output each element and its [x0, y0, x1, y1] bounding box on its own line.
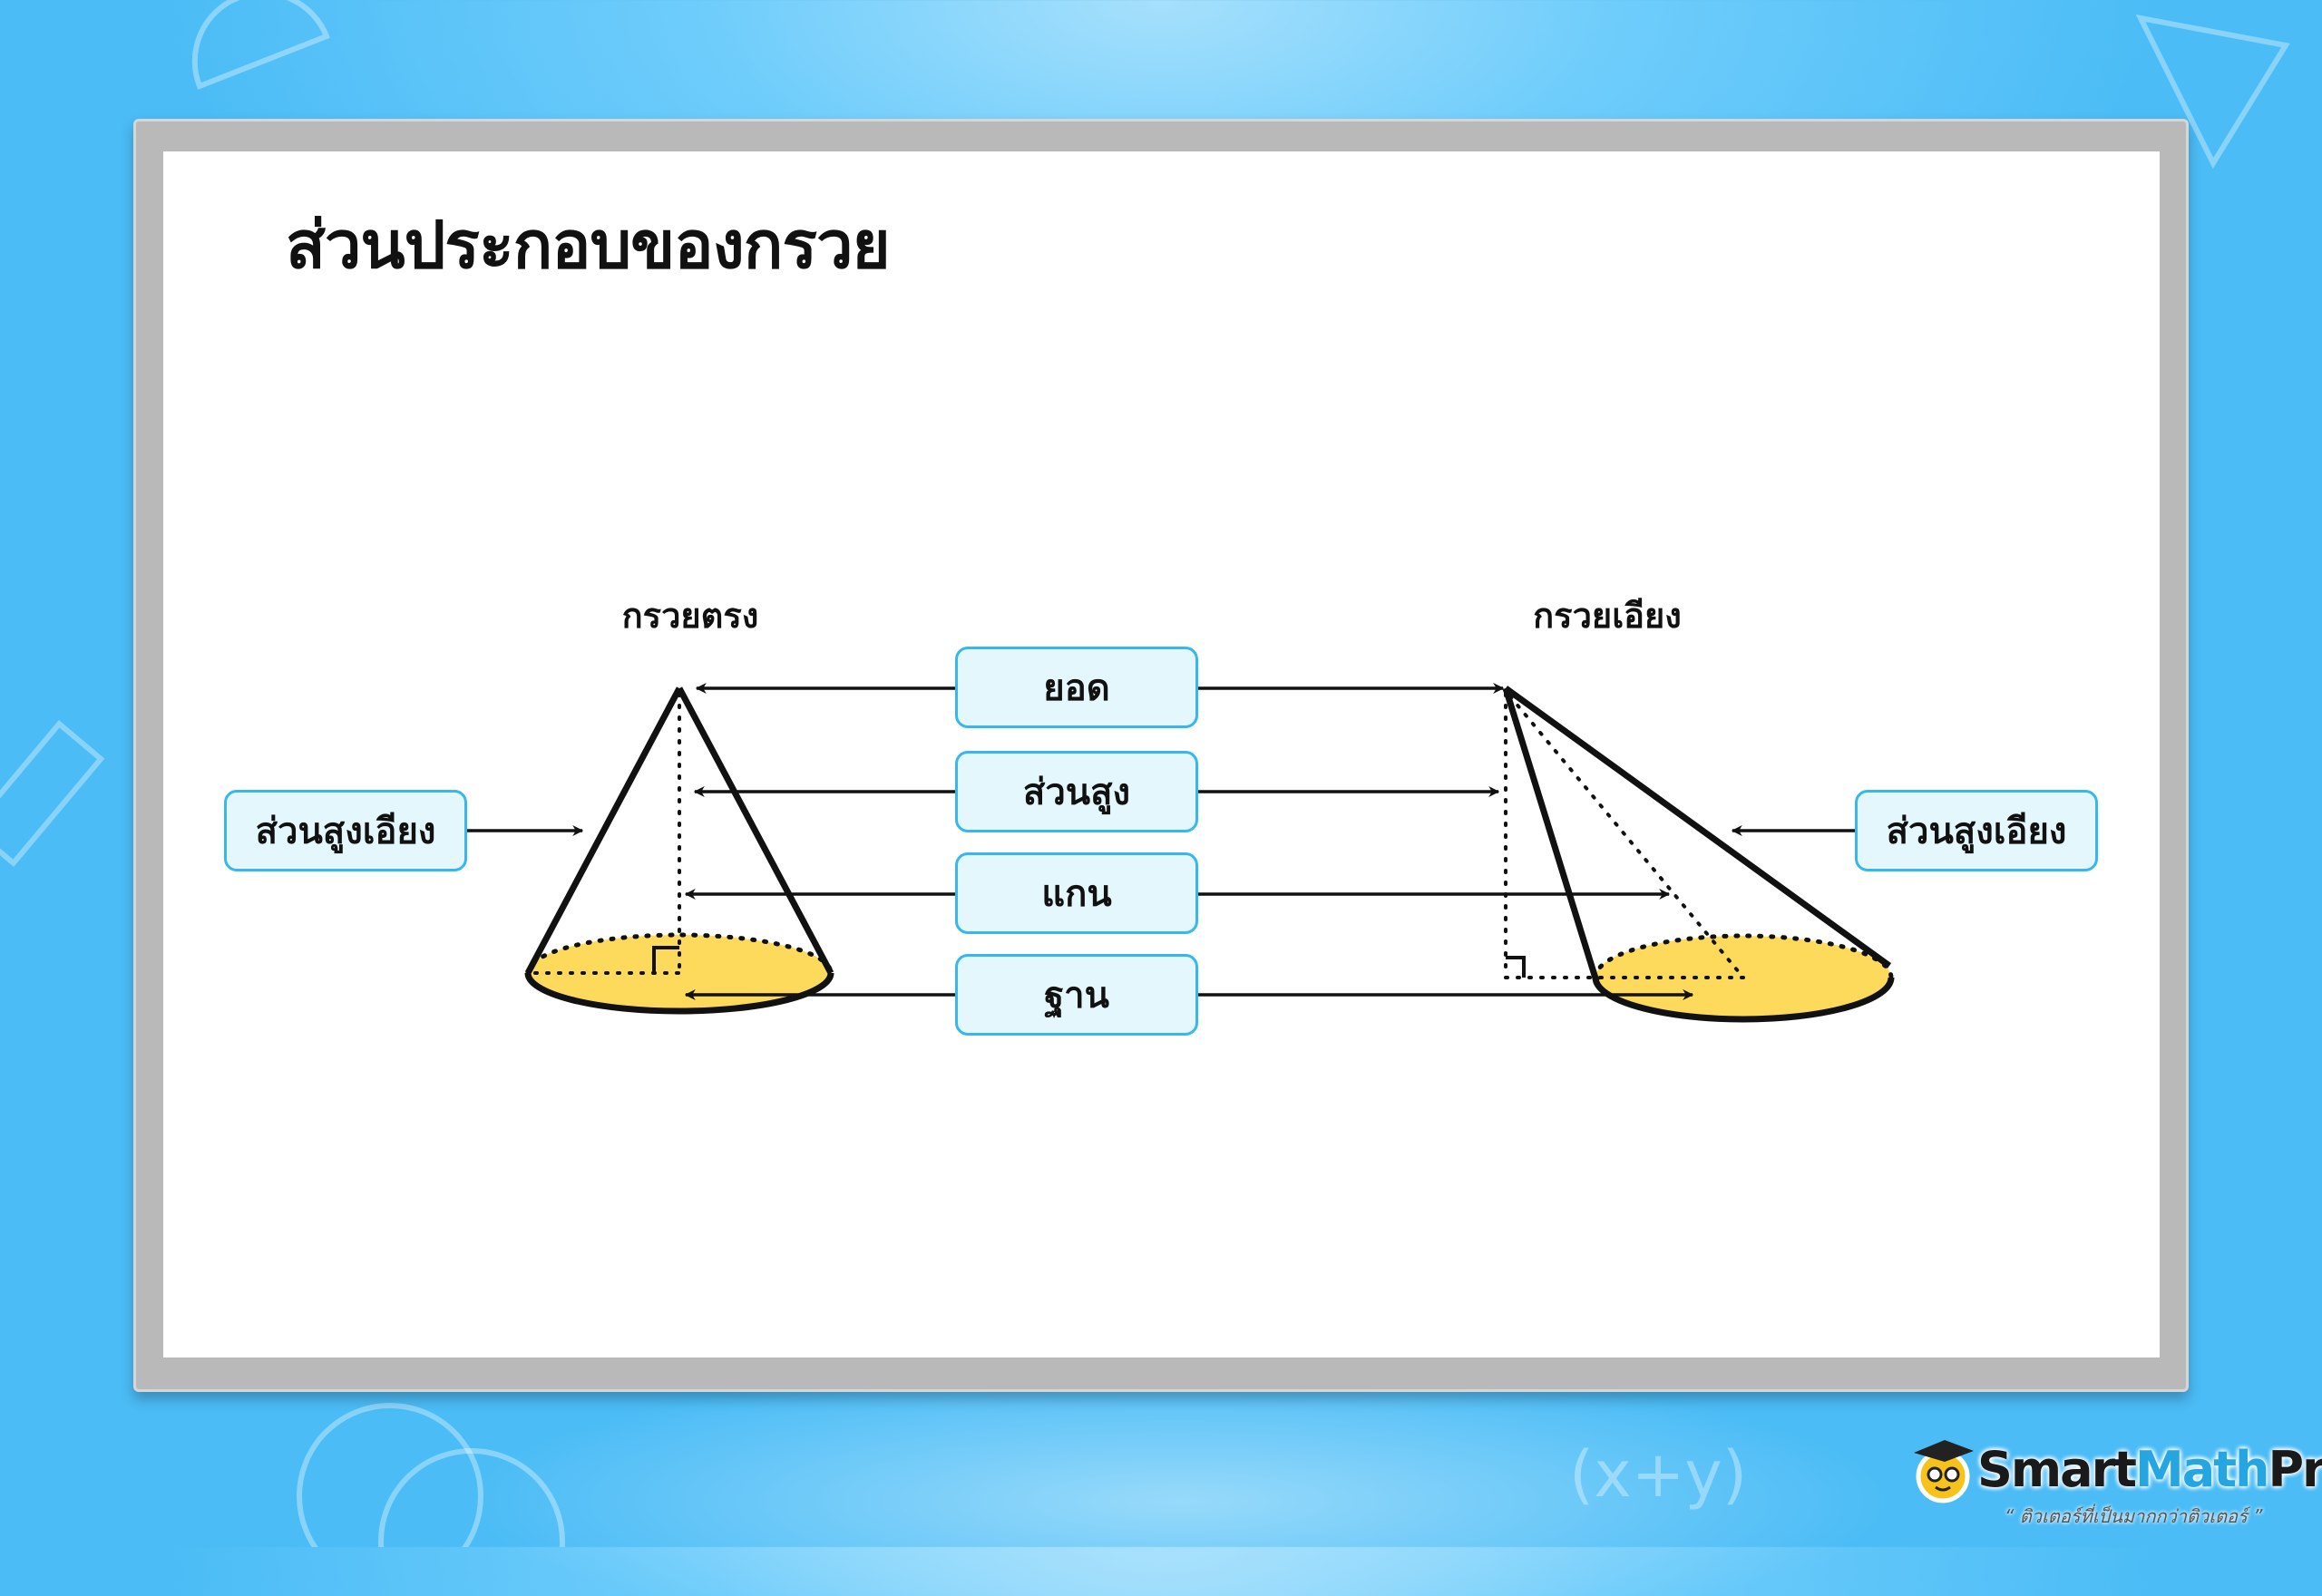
right-cone-label: กรวยตรง: [621, 596, 759, 636]
oblique-cone-label: กรวยเอียง: [1533, 596, 1682, 636]
part-height-box: ส่วนสูง: [955, 751, 1198, 832]
oblique-cone: [1502, 686, 1895, 1023]
smartmathpro-logo: SmartMathPro: [1905, 1433, 2322, 1505]
mascot-icon: [1914, 1440, 1974, 1504]
page-title: ส่วนประกอบของกรวย: [286, 207, 891, 283]
right-angle-mark: [652, 946, 679, 973]
svg-text:(x+y): (x+y): [1569, 1437, 1747, 1512]
cone-diagram: [466, 683, 1895, 1023]
logo-pro: Pro: [2268, 1440, 2322, 1498]
right-cone-slant-right: [676, 686, 834, 975]
slant-height-box-left: ส่วนสูงเอียง: [224, 790, 467, 871]
part-axis-box: แกน: [955, 852, 1198, 934]
part-base-box: ฐาน: [955, 954, 1198, 1036]
logo-tagline: “ ติวเตอร์ที่เป็นมากกว่าติวเตอร์ ”: [2005, 1505, 2263, 1527]
slant-height-box-right: ส่วนสูงเอียง: [1855, 790, 2098, 871]
logo-smart: Smart: [1977, 1440, 2137, 1498]
right-cone-slant-left: [524, 686, 683, 975]
decorative-math-doodles: (x+y): [0, 0, 2322, 1547]
logo-math: Math: [2135, 1440, 2269, 1498]
part-apex-box: ยอด: [955, 647, 1198, 728]
right-angle-mark: [1506, 956, 1526, 978]
right-cone: [524, 686, 834, 1015]
oblique-cone-axis: [1508, 695, 1745, 979]
